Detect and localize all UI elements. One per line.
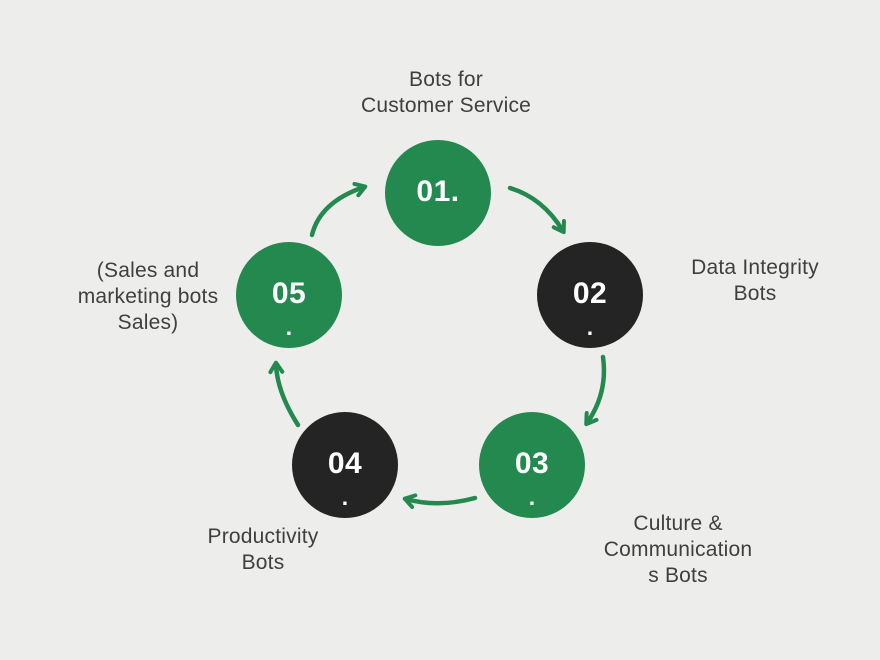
step-dot-03: . [528,484,536,510]
step-label-02: Data Integrity Bots [645,255,865,307]
step-dot-05: . [285,314,293,340]
step-label-line: Bots for [409,68,483,91]
step-label-03: Culture & Communication s Bots [558,511,798,589]
step-label-line: Customer Service [360,94,532,117]
step-circle-02: 02 . [537,242,643,348]
step-label-line: Sales) [117,311,179,334]
step-label-line: Data Integrity [691,256,819,279]
step-label-05: (Sales and marketing bots Sales) [38,258,258,336]
step-number-04: 04 [327,446,363,480]
step-number-01: 01. [416,174,460,208]
step-number-05: 05 [271,276,307,310]
step-dot-02: . [586,314,594,340]
step-dot-04: . [341,484,349,510]
step-label-line: marketing bots [77,285,219,308]
arrow-03-to-04-icon [402,493,478,509]
step-label-01: Bots for Customer Service [316,67,576,119]
step-number-02: 02 [572,276,608,310]
step-circle-04: 04 . [292,412,398,518]
step-number-03: 03 [514,446,550,480]
step-circle-01: 01. [385,140,491,246]
step-label-line: Bots [733,282,777,305]
step-label-line: Productivity [207,525,319,548]
arrow-05-to-01-icon [309,181,368,238]
step-circle-03: 03 . [479,412,585,518]
step-label-line: (Sales and [96,259,200,282]
step-label-04: Productivity Bots [153,524,373,576]
step-label-line: s Bots [648,564,708,587]
arrow-04-to-05-icon [268,360,301,428]
step-label-line: Communication [603,538,753,561]
step-circle-05: 05 . [236,242,342,348]
arrow-01-to-02-icon [507,185,566,235]
arrow-02-to-03-icon [584,354,607,427]
step-label-line: Culture & [633,512,723,535]
step-label-line: Bots [241,551,285,574]
